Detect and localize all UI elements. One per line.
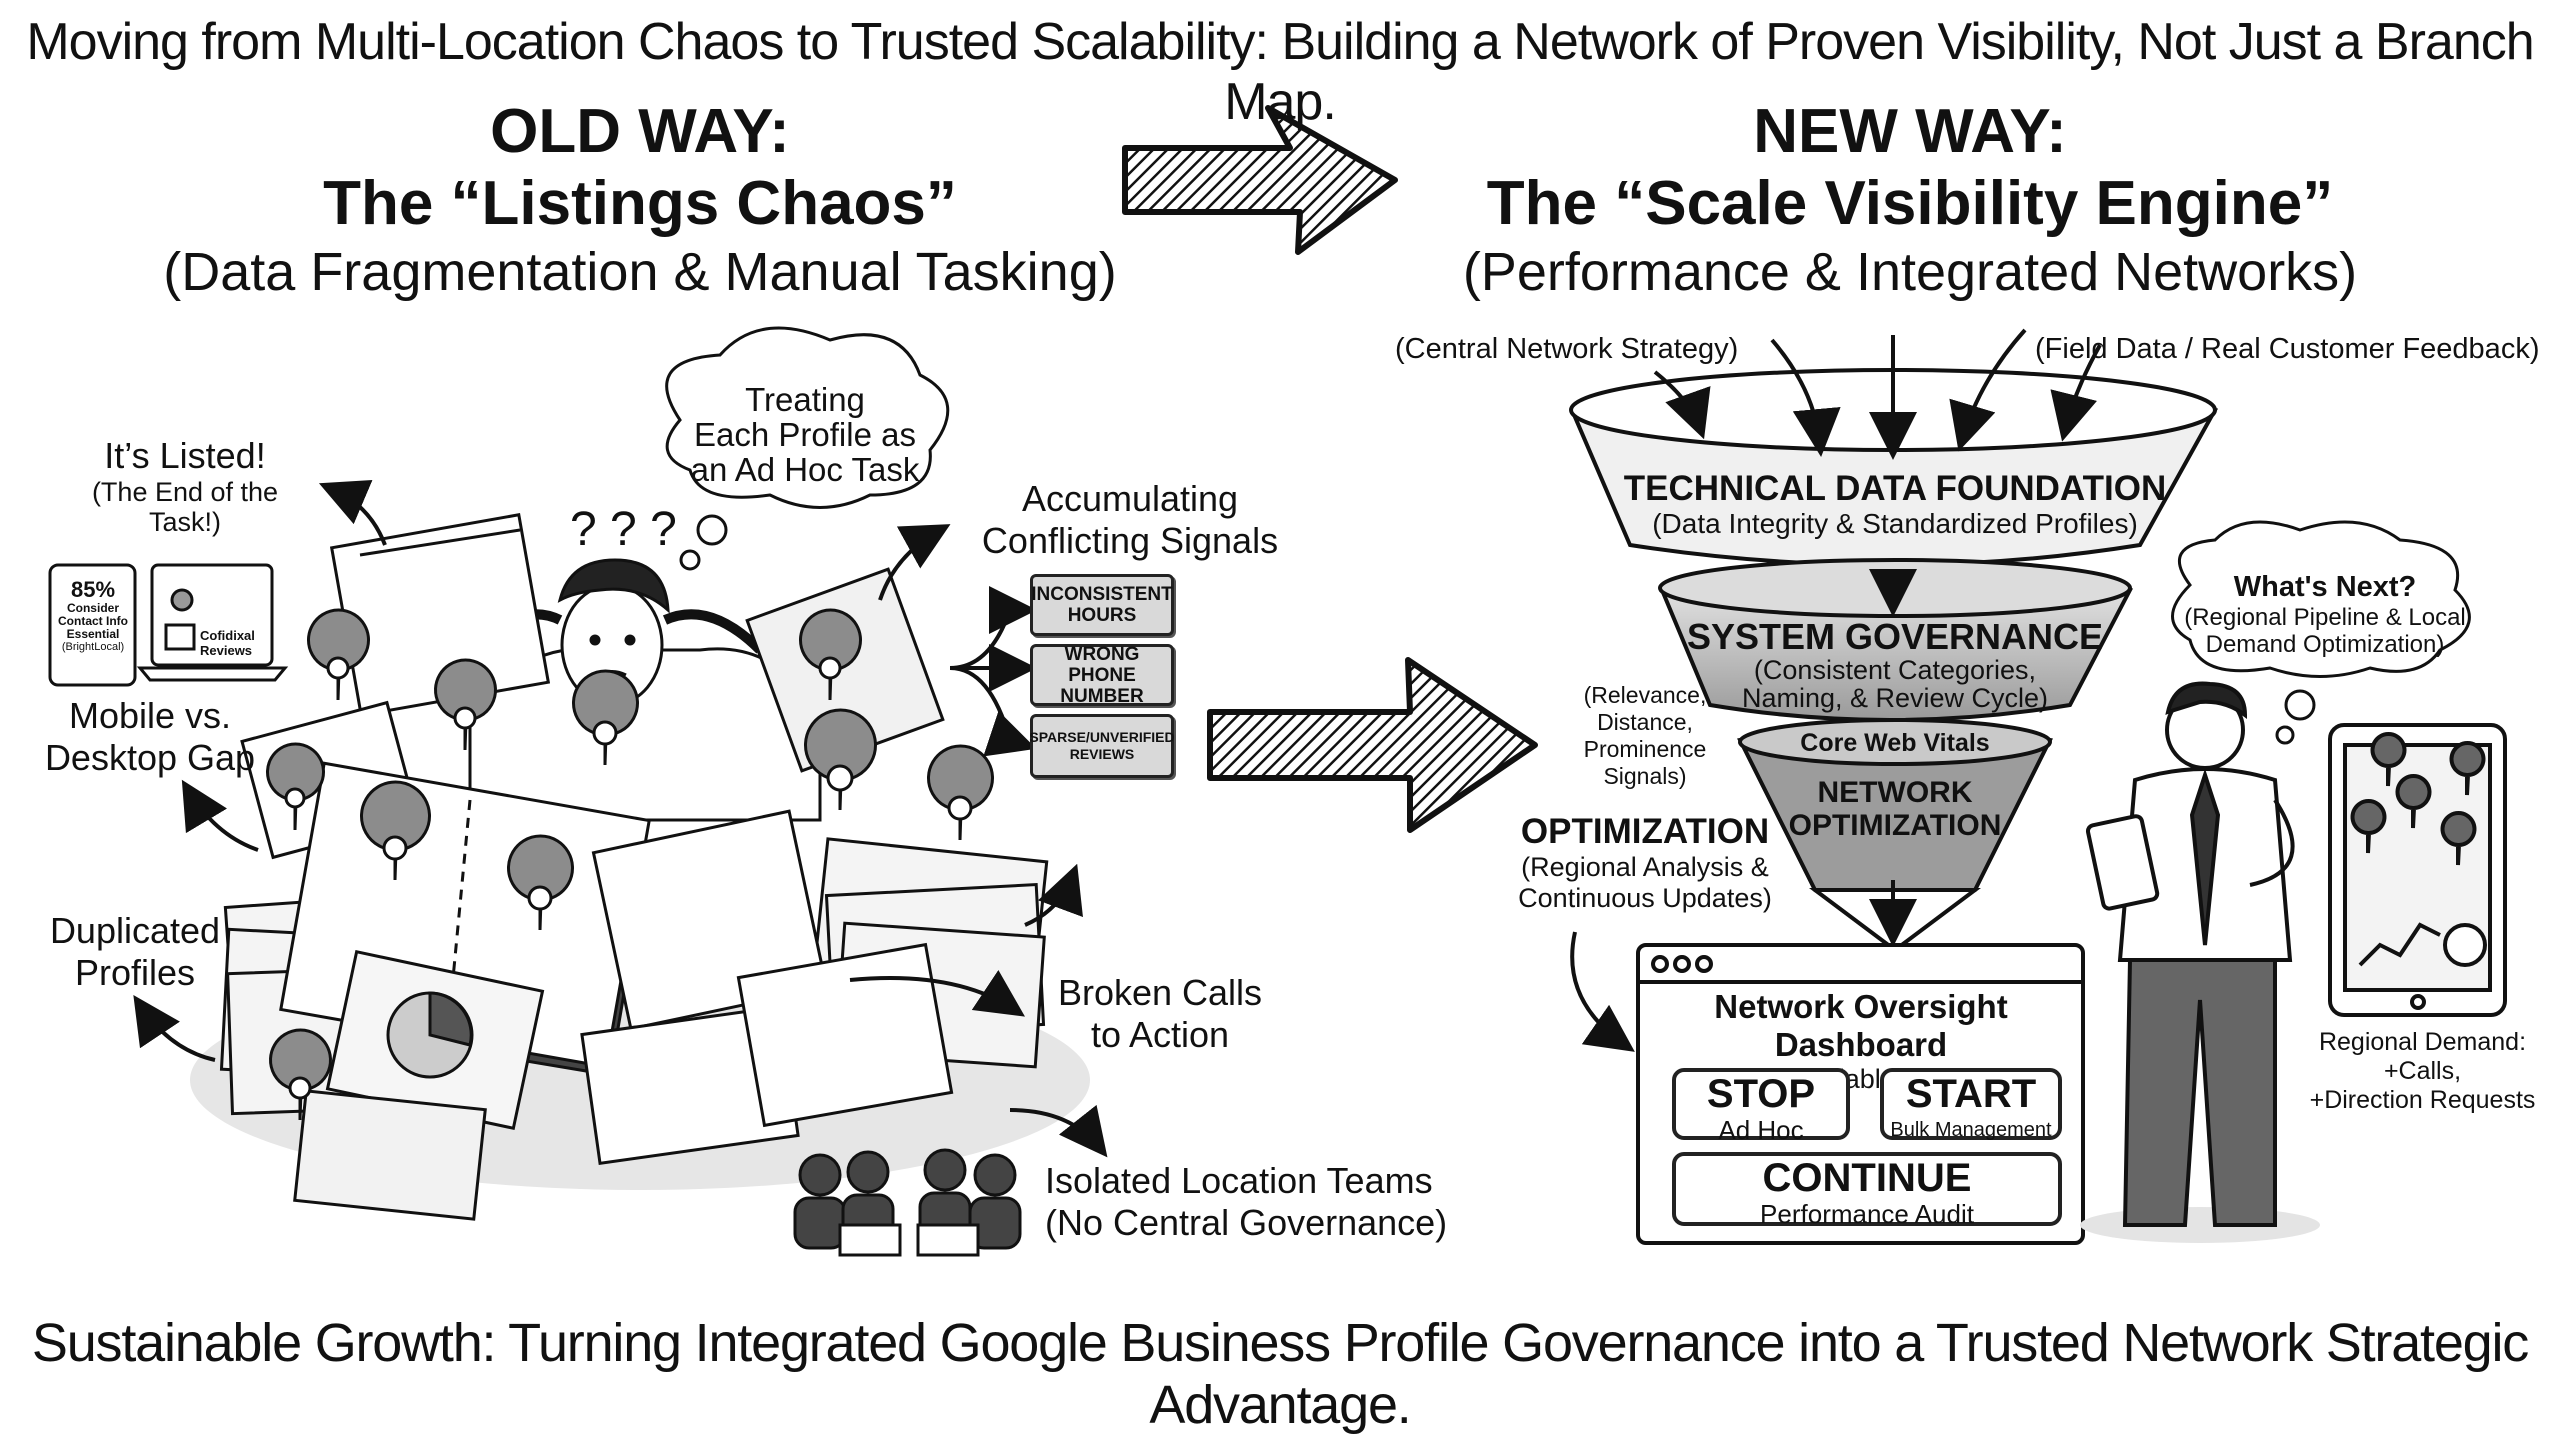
- optimization-sub-1: (Regional Analysis &: [1521, 852, 1769, 882]
- mobile-gap-line-2: Desktop Gap: [44, 737, 256, 778]
- ad-hoc-thought-text: Treating Each Profile as an Ad Hoc Task: [640, 382, 970, 487]
- businessman-with-tablet: [2080, 681, 2320, 1243]
- chaos-pile-illustration: [190, 513, 1090, 1257]
- funnel-tier-1: TECHNICAL DATA FOUNDATION (Data Integrit…: [1590, 470, 2200, 540]
- continue-audit-button[interactable]: CONTINUE Performance Audit: [1672, 1152, 2062, 1229]
- mobile-gap-label: Mobile vs. Desktop Gap: [20, 695, 280, 779]
- duplicated-line-2: Profiles: [74, 952, 196, 993]
- regional-line-3: +Direction Requests: [2309, 1086, 2536, 1114]
- listed-label: It’s Listed!: [104, 435, 266, 476]
- phone-line-2: Contact Info: [58, 614, 128, 628]
- whats-next-title: What's Next?: [2233, 571, 2417, 603]
- old-way-heading: OLD WAY:: [490, 97, 790, 166]
- regional-demand-tablet: [2328, 723, 2507, 1017]
- signals-line-3: Prominence: [1583, 736, 1707, 762]
- isolated-line-1: Isolated Location Teams: [1045, 1160, 1433, 1201]
- middle-transition-arrow: [1207, 657, 1538, 833]
- start-sub: Bulk Management: [1890, 1119, 2052, 1141]
- phone-line-3: Essential: [66, 627, 120, 641]
- tier2-sub-1: (Consistent Categories,: [1753, 655, 2037, 685]
- tier2-sub-2: Naming, & Review Cycle): [1741, 683, 2049, 713]
- input-field-data: (Field Data / Real Customer Feedback): [2035, 333, 2540, 365]
- stop-sub: Ad Hoc: [1718, 1115, 1804, 1145]
- regional-line-2: +Calls,: [2383, 1057, 2462, 1085]
- listed-callout: It’s Listed! (The End of the Task!): [60, 435, 310, 537]
- signals-note: (Relevance, Distance, Prominence Signals…: [1560, 682, 1730, 790]
- signals-line-4: Signals): [1603, 763, 1687, 789]
- tier3-title: Core Web Vitals: [1800, 729, 1990, 757]
- laptop-line-2: Reviews: [200, 643, 253, 658]
- conflicting-signals-label: Accumulating Conflicting Signals: [920, 478, 1340, 562]
- phone-screen-text: 85% Consider Contact Info Essential (Bri…: [52, 578, 134, 654]
- old-way-label-arrows: [133, 480, 1108, 1158]
- footer-tagline: Sustainable Growth: Turning Integrated G…: [31, 1313, 2529, 1435]
- new-way-name: The “Scale Visibility Engine”: [1486, 169, 2334, 238]
- whats-next-sub-1: (Regional Pipeline & Local: [2184, 604, 2466, 631]
- continue-label: CONTINUE: [1762, 1156, 1972, 1200]
- funnel-tier-2: SYSTEM GOVERNANCE (Consistent Categories…: [1670, 616, 2120, 713]
- whats-next-sub-2: Demand Optimization): [2205, 631, 2445, 658]
- listed-note: (The End of the Task!): [91, 477, 279, 537]
- ad-hoc-thought-cloud: [665, 326, 950, 571]
- stop-label: STOP: [1706, 1072, 1816, 1116]
- broken-calls-label: Broken Calls to Action: [1030, 972, 1290, 1056]
- signals-line-1: (Relevance,: [1583, 682, 1707, 708]
- mobile-gap-line-1: Mobile vs.: [68, 695, 232, 736]
- tag-wrong-phone: WRONG PHONE NUMBER: [1030, 644, 1174, 707]
- tag-sparse-reviews: SPARSE/UNVERIFIED REVIEWS: [1029, 714, 1175, 778]
- isolated-teams-label: Isolated Location Teams (No Central Gove…: [1045, 1160, 1515, 1244]
- mobile-desktop-devices: [48, 563, 289, 687]
- optimization-sub-2: Continuous Updates): [1518, 883, 1772, 913]
- old-way-name: The “Listings Chaos”: [323, 169, 957, 238]
- duplicated-profiles-label: Duplicated Profiles: [20, 910, 250, 994]
- phone-line-4: (BrightLocal): [61, 641, 125, 653]
- tier3-body-2: OPTIMIZATION: [1788, 809, 2002, 842]
- signal-fork-arrows: [949, 586, 1037, 757]
- start-bulk-button[interactable]: START Bulk Management: [1880, 1068, 2062, 1141]
- new-way-subtitle: (Performance & Integrated Networks): [1462, 242, 2358, 302]
- broken-calls-line-2: to Action: [1090, 1014, 1230, 1055]
- tier3-body-1: NETWORK: [1817, 776, 1973, 809]
- dashboard-title: Network Oversight Dashboard: [1714, 988, 2008, 1063]
- old-way-subtitle: (Data Fragmentation & Manual Tasking): [163, 242, 1117, 302]
- phone-line-1: Consider: [66, 601, 119, 615]
- thought-line-2: Each Profile as: [694, 416, 916, 453]
- isolated-teams-people: [793, 1148, 1022, 1257]
- whats-next-cloud: [2171, 520, 2471, 745]
- duplicated-line-1: Duplicated: [49, 910, 221, 951]
- optimization-title: OPTIMIZATION: [1520, 812, 1770, 851]
- tier1-sub: (Data Integrity & Standardized Profiles): [1652, 508, 2138, 539]
- broken-calls-line-1: Broken Calls: [1057, 972, 1263, 1013]
- laptop-screen-text: Cofidixal Reviews: [200, 628, 270, 658]
- page-title: Moving from Multi-Location Chaos to Trus…: [26, 13, 2534, 131]
- svg-text:? ? ?: ? ? ?: [570, 503, 677, 556]
- thought-line-3: an Ad Hoc Task: [690, 451, 920, 488]
- new-way-header: NEW WAY: The “Scale Visibility Engine” (…: [1410, 96, 2410, 304]
- regional-line-1: Regional Demand:: [2318, 1028, 2527, 1056]
- top-transition-arrow: [1122, 105, 1398, 255]
- funnel-input-arrows: [1570, 328, 2102, 1052]
- tag-inconsistent-hours: INCONSISTENT HOURS: [1030, 574, 1174, 636]
- funnel-tier-3: Core Web Vitals NETWORK OPTIMIZATION: [1745, 728, 2045, 842]
- input-central-strategy: (Central Network Strategy): [1395, 333, 1739, 365]
- phone-stat: 85%: [70, 577, 116, 602]
- new-way-heading: NEW WAY:: [1753, 97, 2067, 166]
- regional-demand-label: Regional Demand: +Calls, +Direction Requ…: [2290, 1028, 2555, 1115]
- old-way-header: OLD WAY: The “Listings Chaos” (Data Frag…: [140, 96, 1140, 304]
- whats-next-text: What's Next? (Regional Pipeline & Local …: [2175, 570, 2475, 658]
- continue-sub: Performance Audit: [1760, 1199, 1974, 1229]
- isolated-line-2: (No Central Governance): [1045, 1202, 1448, 1243]
- conflicting-line-2: Conflicting Signals: [981, 520, 1279, 561]
- laptop-line-1: Cofidixal: [200, 628, 255, 643]
- stop-ad-hoc-button[interactable]: STOP Ad Hoc: [1672, 1068, 1850, 1144]
- start-label: START: [1905, 1072, 2037, 1116]
- optimization-callout: OPTIMIZATION (Regional Analysis & Contin…: [1510, 812, 1780, 914]
- conflicting-line-1: Accumulating: [1021, 478, 1239, 519]
- tier2-title: SYSTEM GOVERNANCE: [1686, 616, 2104, 657]
- tier1-title: TECHNICAL DATA FOUNDATION: [1623, 469, 2167, 508]
- signals-line-2: Distance,: [1597, 709, 1693, 735]
- thought-line-1: Treating: [745, 381, 865, 418]
